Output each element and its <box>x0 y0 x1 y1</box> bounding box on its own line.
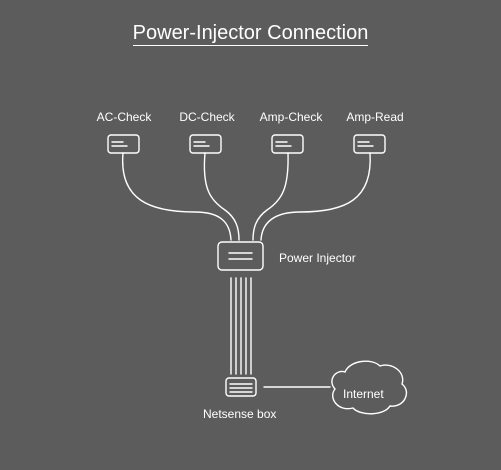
power-injector-device <box>217 241 264 271</box>
amp-check-cable <box>252 152 289 241</box>
injector-to-netsense-cable <box>230 277 252 375</box>
dc-check-device <box>189 134 222 154</box>
ac-check-label: AC-Check <box>96 110 152 124</box>
diagram-title-text: Power-Injector Connection <box>132 22 369 46</box>
netsense-box-label: Netsense box <box>203 407 277 421</box>
amp-read-label: Amp-Read <box>346 110 404 124</box>
ac-check-device <box>107 134 140 154</box>
amp-read-device <box>353 134 386 154</box>
ac-check-cable <box>122 152 232 241</box>
internet-cloud-icon <box>331 360 408 415</box>
diagram-title: Power-Injector Connection <box>0 22 501 46</box>
amp-read-cable <box>260 152 371 241</box>
amp-check-device <box>271 134 304 154</box>
amp-check-label: Amp-Check <box>259 110 323 124</box>
internet-label: Internet <box>343 387 384 401</box>
dc-check-label: DC-Check <box>179 110 235 124</box>
power-injector-label: Power Injector <box>279 251 356 265</box>
dc-check-cable <box>203 152 240 241</box>
netsense-box-device <box>225 377 257 397</box>
